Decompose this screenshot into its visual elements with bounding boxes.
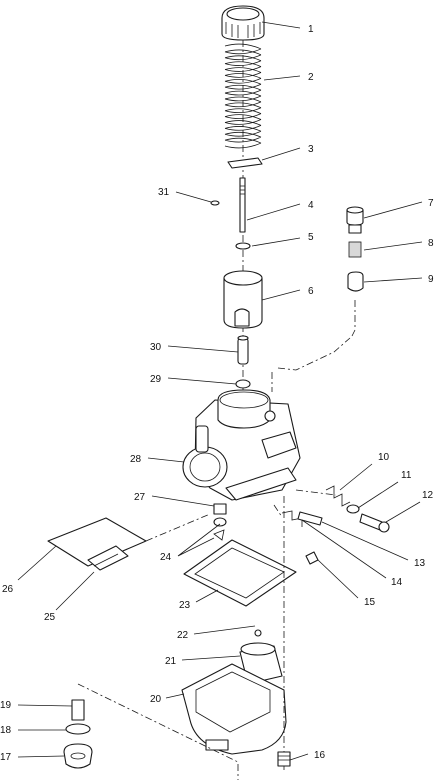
float xyxy=(47,513,211,571)
callout-leader-12 xyxy=(385,501,421,523)
callout-leader-19 xyxy=(17,704,73,707)
callout-leader-14 xyxy=(301,519,387,579)
callout-number-1: 1 xyxy=(308,24,314,35)
callout-number-18: 18 xyxy=(0,725,12,736)
callout-leader-22 xyxy=(193,625,256,635)
callout-leader-23 xyxy=(195,589,219,603)
float-needle xyxy=(254,629,262,637)
needle-jet-o-ring xyxy=(235,379,251,389)
callout-leader-16 xyxy=(289,753,309,761)
jet-holder xyxy=(213,503,227,541)
callout-leader-21 xyxy=(181,655,241,661)
callout-labels: 1234567891011121314151617181920212223242… xyxy=(0,24,434,763)
callout-number-22: 22 xyxy=(177,630,189,641)
callout-number-4: 4 xyxy=(308,200,314,211)
callout-number-3: 3 xyxy=(308,144,314,155)
callout-number-25: 25 xyxy=(44,612,56,623)
callout-number-14: 14 xyxy=(391,577,403,588)
callout-leader-2 xyxy=(263,75,301,81)
callout-number-13: 13 xyxy=(414,558,426,569)
callout-leader-8 xyxy=(363,241,423,251)
float-bowl xyxy=(181,663,287,755)
idle-screw-assembly xyxy=(295,485,390,533)
top-cap xyxy=(221,5,265,41)
callout-leader-4 xyxy=(246,203,301,221)
callout-leader-28 xyxy=(147,457,185,463)
throttle-valve xyxy=(223,270,263,329)
callout-number-23: 23 xyxy=(179,600,191,611)
callout-leader-11 xyxy=(357,481,399,509)
callout-number-10: 10 xyxy=(378,452,390,463)
callout-number-20: 20 xyxy=(150,694,162,705)
callout-leader-1 xyxy=(261,21,301,29)
callout-number-12: 12 xyxy=(422,490,434,501)
callout-number-28: 28 xyxy=(130,454,142,465)
callout-number-2: 2 xyxy=(308,72,314,83)
callout-number-29: 29 xyxy=(150,374,162,385)
callout-number-15: 15 xyxy=(364,597,376,608)
float-chamber-float xyxy=(239,642,283,685)
e-clip xyxy=(210,200,220,206)
callout-leader-24 xyxy=(177,523,221,557)
callout-number-26: 26 xyxy=(2,584,14,595)
callout-number-30: 30 xyxy=(150,342,162,353)
drain-fitting xyxy=(63,699,93,769)
callout-number-7: 7 xyxy=(428,198,434,209)
callout-leader-5 xyxy=(251,237,301,247)
spring-seat xyxy=(227,157,263,169)
callout-number-31: 31 xyxy=(158,187,170,198)
carburetor-body xyxy=(182,337,351,501)
callout-number-19: 19 xyxy=(0,700,12,711)
callout-number-5: 5 xyxy=(308,232,314,243)
needle-jet xyxy=(237,335,249,365)
callout-leader-27 xyxy=(151,495,215,507)
callout-leader-30 xyxy=(167,345,239,353)
callout-leader-25 xyxy=(55,571,95,611)
callout-number-8: 8 xyxy=(428,238,434,249)
drain-plug xyxy=(305,551,319,565)
callout-leader-7 xyxy=(363,201,423,219)
callout-number-24: 24 xyxy=(160,552,172,563)
float-bowl-gasket xyxy=(183,539,297,607)
callout-number-21: 21 xyxy=(165,656,177,667)
needle-washer xyxy=(235,242,251,250)
callout-leader-29 xyxy=(167,377,237,385)
callout-leaders xyxy=(17,21,423,761)
callout-leader-26 xyxy=(17,545,57,581)
callout-leader-9 xyxy=(363,277,423,283)
callout-leader-20 xyxy=(165,693,185,699)
air-screw-assembly xyxy=(273,504,323,527)
callout-leader-13 xyxy=(321,521,409,561)
callout-number-16: 16 xyxy=(314,750,326,761)
callout-leader-17 xyxy=(17,755,65,758)
slide-spring xyxy=(224,43,262,149)
callout-number-6: 6 xyxy=(308,286,314,297)
callout-number-27: 27 xyxy=(134,492,146,503)
callout-number-17: 17 xyxy=(0,752,12,763)
callout-number-9: 9 xyxy=(428,274,434,285)
pilot-screw-assembly xyxy=(346,206,364,337)
drain-screw xyxy=(277,751,291,767)
callout-leader-10 xyxy=(339,463,373,491)
bowl-guide-line xyxy=(77,683,239,780)
callout-leader-31 xyxy=(175,191,212,203)
callout-leader-15 xyxy=(317,559,359,599)
jet-needle xyxy=(239,177,246,233)
callout-leader-3 xyxy=(261,147,301,161)
callout-leader-6 xyxy=(261,289,301,301)
callout-number-11: 11 xyxy=(401,470,412,481)
